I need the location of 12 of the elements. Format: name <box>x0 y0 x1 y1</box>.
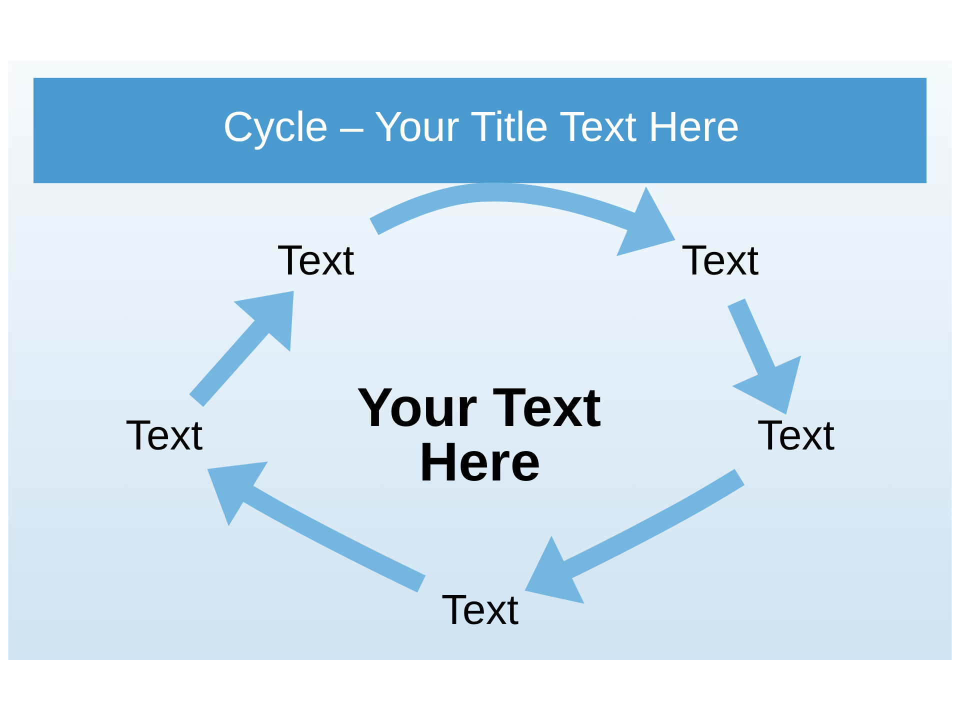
node-text: Text <box>441 586 519 633</box>
node-text: Text <box>757 410 835 458</box>
label: Your Text Here <box>356 375 602 492</box>
arrow <box>728 298 802 414</box>
diagram-title: Cycle – Your Title Text Here <box>223 102 740 150</box>
node-text: Text <box>277 236 354 284</box>
arrow <box>207 461 426 592</box>
node-text: Text <box>681 236 759 284</box>
arrow <box>524 468 745 604</box>
arrow <box>370 182 676 256</box>
arrow <box>189 290 294 406</box>
node-text: Text <box>125 410 203 458</box>
